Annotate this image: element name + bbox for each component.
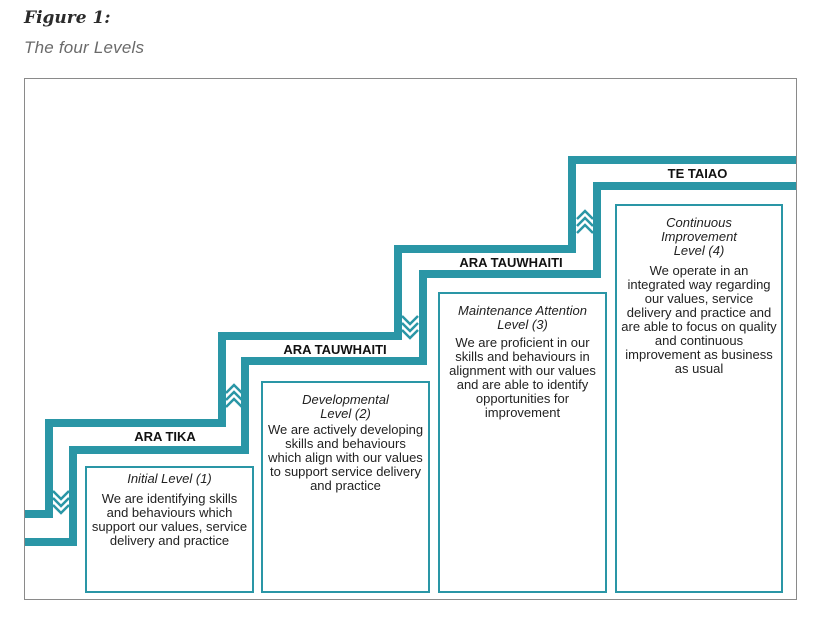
upper-stair-band [25, 156, 796, 518]
step-label-ara-tika: ARA TIKA [134, 429, 196, 444]
chevron-up-icon [576, 209, 594, 234]
level-description: We are proficient in our skills and beha… [449, 335, 596, 420]
level-card-4: Continuous Improvement Level (4) We oper… [615, 204, 783, 593]
level-title: Maintenance Attention Level (3) [458, 303, 587, 332]
step-label-ara-tauwhaiti-upper: ARA TAUWHAITI [459, 255, 563, 270]
level-title: Continuous Improvement Level (4) [661, 215, 737, 258]
level-card-2: Developmental Level (2) We are actively … [261, 381, 430, 593]
level-title: Initial Level (1) [127, 471, 212, 486]
step-label-ara-tauwhaiti: ARA TAUWHAITI [283, 342, 387, 357]
chevron-down-icon [401, 315, 419, 340]
level-card-1: Initial Level (1) We are identifying ski… [85, 466, 254, 593]
level-description: We are identifying skills and behaviours… [91, 491, 248, 548]
level-card-3: Maintenance Attention Level (3) We are p… [438, 292, 607, 593]
level-description: We are actively developing skills and be… [267, 422, 424, 493]
figure-number: Figure 1: [24, 8, 111, 28]
chevron-down-icon [52, 490, 70, 515]
staircase-graphic [25, 156, 796, 546]
step-label-te-taiao: TE TAIAO [667, 166, 728, 181]
chevron-up-icon [225, 383, 243, 408]
level-title: Developmental Level (2) [302, 392, 389, 421]
level-description: We operate in an integrated way regardin… [621, 263, 777, 376]
lower-stair-band [25, 182, 796, 546]
diagram-frame: ARA TIKA ARA TAUWHAITI ARA TAUWHAITI TE … [24, 78, 797, 600]
figure-caption: The four Levels [24, 38, 145, 57]
